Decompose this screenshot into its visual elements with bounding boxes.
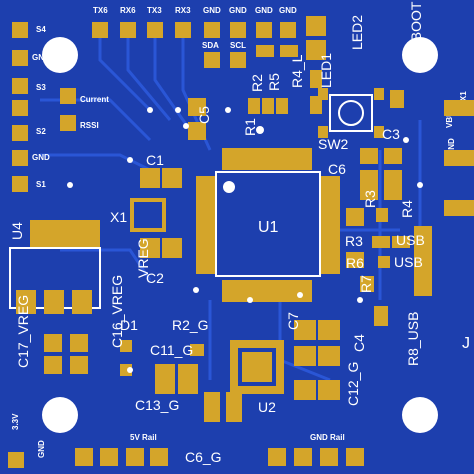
- u4-regulator: [9, 220, 101, 314]
- c3-label: C3: [382, 126, 400, 142]
- r4b-label: R4: [399, 200, 415, 218]
- r4-label: R4_L: [289, 54, 305, 88]
- r2g-label: R2_G: [172, 317, 209, 333]
- sda-label: SDA: [202, 41, 219, 50]
- rssi-label: RSSI: [80, 121, 99, 130]
- rail-pads: [8, 448, 364, 468]
- r3-label: R3: [362, 190, 378, 208]
- c16-label: C16_VREG: [109, 275, 125, 348]
- x1-label: X1: [110, 209, 127, 225]
- vias: [67, 107, 423, 373]
- usb2-label: USB: [394, 254, 423, 270]
- c2-label: C2: [146, 270, 164, 286]
- 3v3-label: 3.3V: [11, 413, 20, 430]
- c12-label: C12_G: [345, 362, 361, 406]
- c4-label: C4: [351, 334, 367, 352]
- left-header-label: S2: [36, 127, 46, 136]
- gnd-pin-label: GND: [37, 440, 46, 458]
- r5-label: R5: [266, 73, 282, 91]
- r8-label: R8_USB: [405, 312, 421, 366]
- left-header-label: S3: [36, 83, 46, 92]
- scl-label: SCL: [230, 41, 246, 50]
- crystal-pads: [130, 98, 206, 258]
- led2-label: LED2: [349, 15, 365, 50]
- top-header-label: GND: [279, 6, 297, 15]
- sw2-label: SW2: [318, 136, 349, 152]
- sw2-button: [318, 88, 384, 138]
- top-header-label: TX6: [93, 6, 108, 15]
- left-header-pads: [12, 22, 76, 192]
- c1-label: C1: [146, 152, 164, 168]
- r2-label: R2: [249, 74, 265, 92]
- gnd-right-label: GND: [447, 138, 456, 156]
- top-header-pads: [92, 16, 326, 68]
- boot-label: R1 BOOT: [408, 1, 424, 63]
- r6-label: R6: [346, 255, 364, 271]
- c13-label: C13_G: [135, 397, 179, 413]
- j-label: J: [462, 335, 470, 352]
- resistor-pads-top: [248, 70, 404, 114]
- 5v-rail-label: 5V Rail: [130, 433, 157, 442]
- usb1-label: USB: [396, 232, 425, 248]
- left-header-label: GND: [32, 53, 50, 62]
- left-header-label: S1: [36, 180, 46, 189]
- vreg-label: VREG: [135, 238, 151, 278]
- bottom-left-pads: [44, 334, 242, 422]
- left-header-label: S4: [36, 25, 46, 34]
- top-header-label: RX6: [120, 6, 136, 15]
- top-header-label: GND: [229, 6, 247, 15]
- top-header-label: GND: [255, 6, 273, 15]
- right-pads: [346, 148, 432, 326]
- mounting-holes: [42, 37, 438, 433]
- gnd-rail-label: GND Rail: [310, 433, 345, 442]
- u2-label: U2: [258, 399, 276, 415]
- left-header-label: GND: [32, 153, 50, 162]
- r7-label: R7: [358, 275, 374, 293]
- current-label: Current: [80, 95, 109, 104]
- top-header-label: RX3: [175, 6, 191, 15]
- c6g-label: C6_G: [185, 449, 222, 465]
- led1-label: LED1: [318, 53, 334, 88]
- u1-label: U1: [258, 219, 279, 236]
- u1-chip: U1: [196, 148, 340, 302]
- top-header-label: TX3: [147, 6, 162, 15]
- u4-label: U4: [9, 222, 25, 240]
- u2-chip: [230, 340, 284, 394]
- top-header-label: GND: [203, 6, 221, 15]
- top-header-labels: TX6 RX6 TX3 RX3 GND GND GND GND SDA SCL: [93, 6, 297, 50]
- r1-label: R1: [242, 118, 258, 136]
- tx1-label: TX1: [459, 91, 468, 106]
- c7-label: C7: [285, 312, 301, 330]
- d1-label: D1: [120, 317, 138, 333]
- vbus-label: VBUS: [445, 105, 454, 128]
- r3b-label: R3: [345, 233, 363, 249]
- c5-label: C5: [196, 106, 212, 124]
- c11-label: C11_G: [150, 342, 193, 358]
- usb-connector-pads: [444, 100, 474, 216]
- c6-label: C6: [328, 161, 346, 177]
- bottom-right-pads: [294, 320, 340, 400]
- left-header-labels: S4 GND S3 S2 GND S1 Current RSSI: [32, 25, 109, 189]
- c17-label: C17_VREG: [15, 295, 31, 368]
